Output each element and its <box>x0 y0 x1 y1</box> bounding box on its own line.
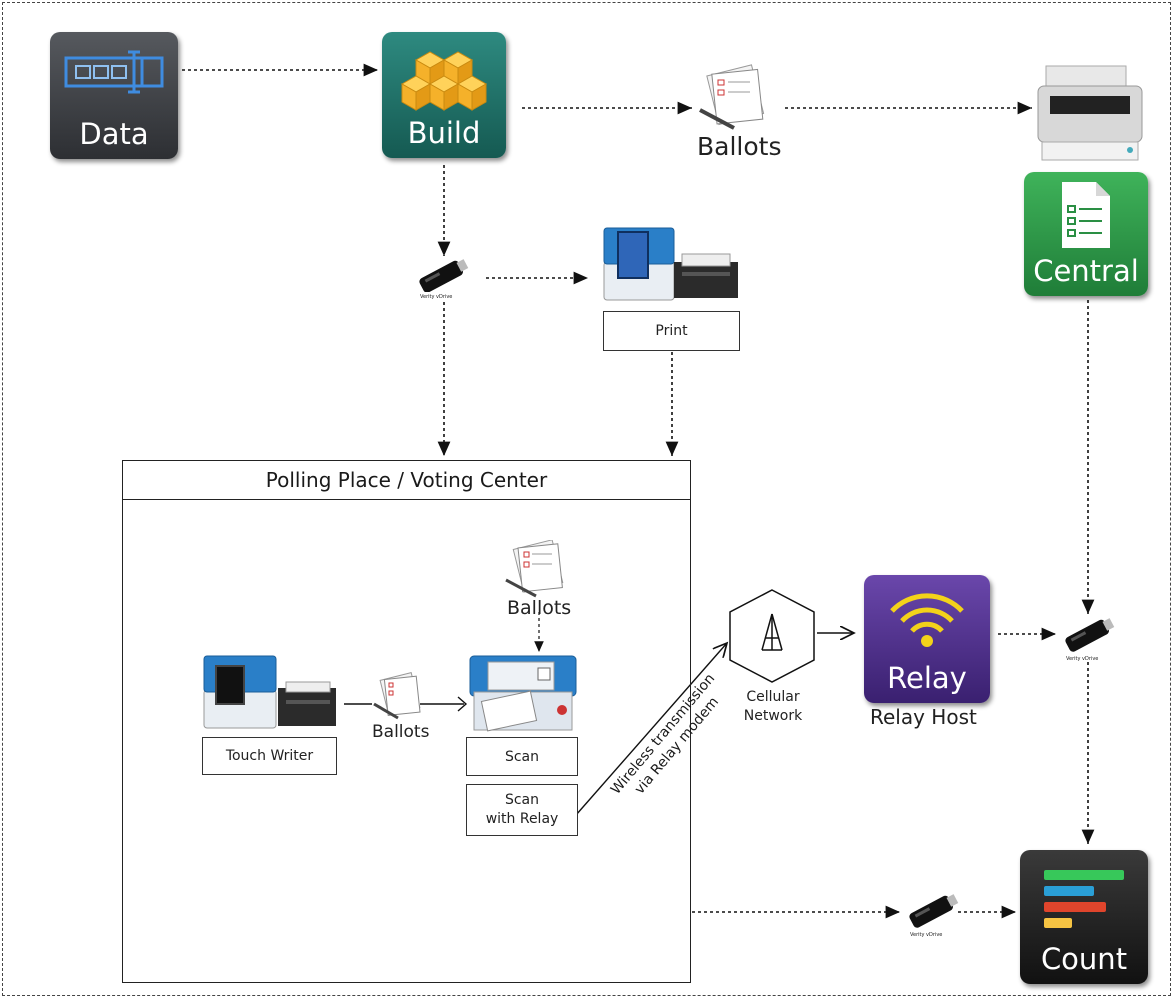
scan-with-relay-line1: Scan <box>504 792 540 808</box>
data-tile[interactable]: Data <box>50 32 178 159</box>
scan-with-relay-box[interactable]: Scan with Relay <box>466 784 578 836</box>
build-tile[interactable]: Build <box>382 32 506 158</box>
database-table-icon <box>64 50 164 94</box>
document-list-icon <box>1062 182 1110 248</box>
central-scanner-icon <box>1037 65 1143 161</box>
usb-drive-icon <box>909 894 959 928</box>
touch-writer-icon <box>203 655 336 729</box>
scan-box[interactable]: Scan <box>466 737 578 776</box>
vdrive-relay: Verity vDrive <box>1058 614 1118 664</box>
scanner-tabulator-icon <box>469 655 577 732</box>
build-tile-label: Build <box>407 116 481 150</box>
scan-with-relay-line2: with Relay <box>485 811 559 827</box>
bar-list-icon <box>1044 870 1124 928</box>
usb-drive-icon <box>419 259 469 293</box>
cubes-icon <box>400 51 488 111</box>
ballots-label-mid: Ballots <box>507 597 572 619</box>
vdrive-label: Verity vDrive <box>910 932 943 938</box>
ballots-paper-icon-mid <box>505 540 564 598</box>
relay-tile[interactable]: Relay <box>864 575 990 703</box>
cell-tower-icon <box>761 613 783 651</box>
count-tile-label: Count <box>1040 942 1128 976</box>
cellular-network-hexagon <box>729 589 815 683</box>
cellular-line1: Cellular <box>746 689 800 705</box>
wifi-signal-icon <box>890 593 964 647</box>
cellular-line2: Network <box>743 708 803 724</box>
relay-host-label: Relay Host <box>870 705 977 729</box>
ballots-label-top: Ballots <box>697 132 782 161</box>
central-tile-label: Central <box>1033 254 1139 288</box>
vdrive-bottom: Verity vDrive <box>902 890 962 940</box>
vdrive-build: Verity vDrive <box>412 256 472 302</box>
polling-place-container: Polling Place / Voting Center <box>122 460 691 983</box>
print-station-icon <box>603 227 738 301</box>
cellular-network-label: Cellular Network <box>740 688 806 726</box>
relay-tile-label: Relay <box>887 661 967 695</box>
ballots-label-writer: Ballots <box>372 722 430 742</box>
vdrive-label: Verity vDrive <box>420 294 453 300</box>
touch-writer-box[interactable]: Touch Writer <box>202 737 337 775</box>
count-tile[interactable]: Count <box>1020 850 1148 984</box>
ballots-paper-icon-small <box>373 672 421 720</box>
ballots-paper-icon <box>699 64 765 130</box>
central-tile[interactable]: Central <box>1024 172 1148 296</box>
vdrive-label: Verity vDrive <box>1066 656 1099 662</box>
polling-place-title: Polling Place / Voting Center <box>123 461 690 500</box>
print-box[interactable]: Print <box>603 311 740 351</box>
data-tile-label: Data <box>79 117 149 151</box>
usb-drive-icon <box>1065 618 1115 652</box>
